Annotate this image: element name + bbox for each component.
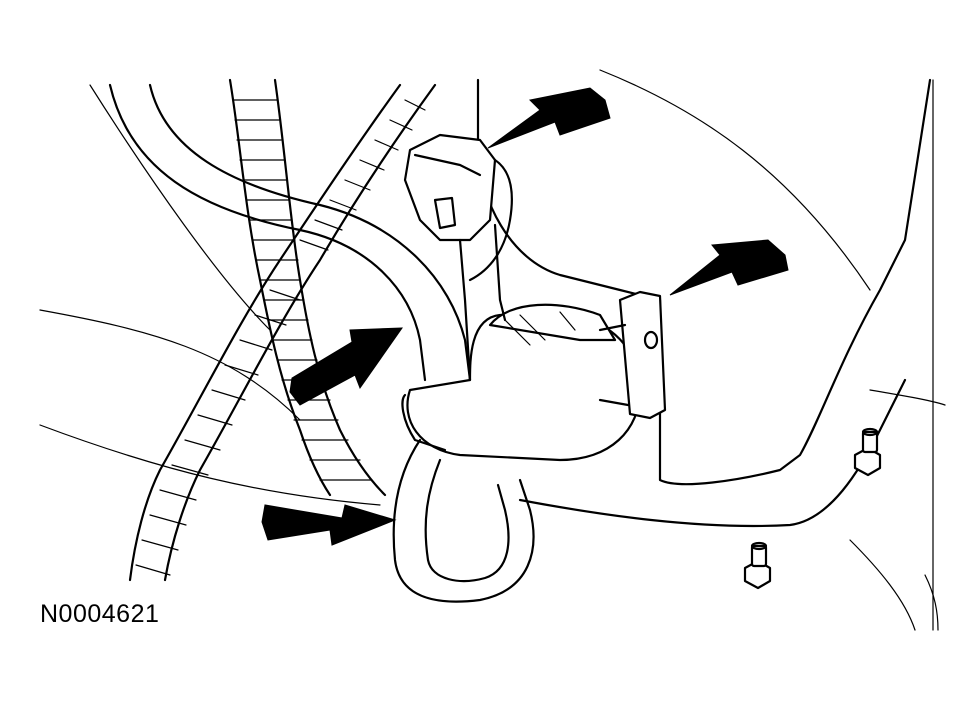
pointer-arrow-icon	[487, 87, 611, 149]
bolt-icon	[743, 541, 772, 590]
hose-lower-loop	[392, 393, 535, 603]
elbow-connector	[406, 303, 642, 462]
pointer-arrow-icon	[289, 327, 403, 406]
hose-upper	[108, 83, 472, 382]
pointer-arrow-icon	[669, 239, 789, 296]
hose-vertical	[458, 223, 507, 382]
pointer-arrow-icon	[261, 504, 397, 546]
quick-connect-clip	[403, 133, 513, 282]
bolt-icon	[853, 427, 882, 477]
figure-id-label: N0004621	[40, 600, 160, 628]
wiring-loom	[128, 78, 437, 582]
background-contours	[39, 69, 946, 631]
right-fitting	[598, 290, 667, 420]
